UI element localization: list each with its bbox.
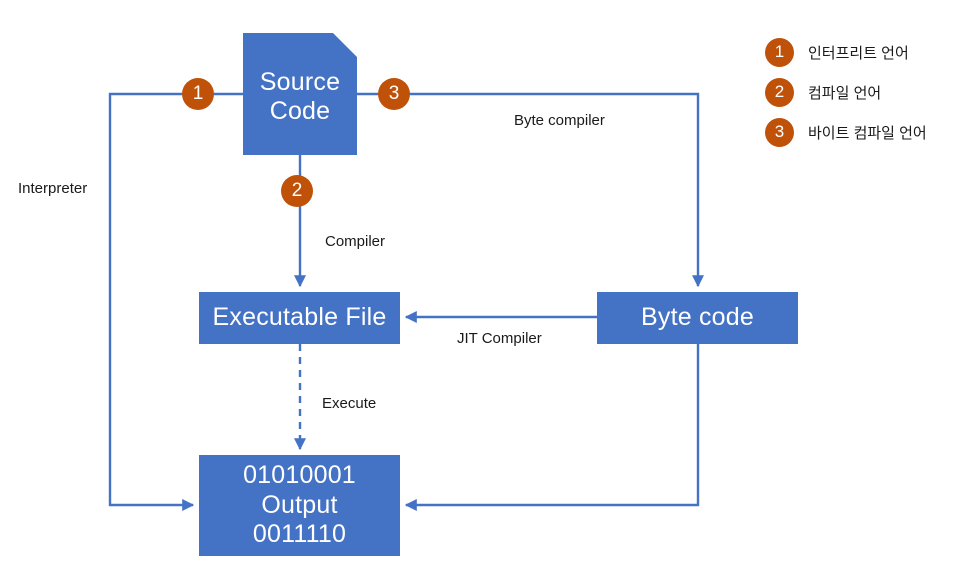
executable-file-label: Executable File [212,303,387,332]
source-code-line-1: Source [259,67,341,96]
node-output[interactable]: 01010001 Output 0011110 [199,455,400,556]
legend-badge-3: 3 [765,117,794,147]
legend-item-2: 2 컴파일 언어 [765,72,965,112]
edge-label-compiler: Compiler [325,233,386,250]
legend-label-3: 바이트 컴파일 언어 [808,124,927,142]
badge-step-2: 2 [281,175,313,207]
source-code-label: Source Code [260,68,340,127]
legend: 1 인터프리트 언어 2 컴파일 언어 3 바이트 컴파일 언어 [765,32,965,152]
node-byte-code[interactable]: Byte code [597,292,798,344]
edge-label-interpreter: Interpreter [18,180,88,197]
legend-label-1: 인터프리트 언어 [808,44,909,62]
edge-label-jit-compiler: JIT Compiler [457,330,542,347]
badge-step-3: 3 [378,78,410,110]
legend-badge-1: 1 [765,37,794,67]
output-line-1: 01010001 [243,461,356,490]
legend-badge-2: 2 [765,77,794,107]
node-source-code[interactable]: Source Code [243,33,357,155]
edge-label-byte-compiler: Byte compiler [514,112,605,129]
badge-step-1: 1 [182,78,214,110]
edge-label-execute: Execute [322,395,377,412]
node-executable-file[interactable]: Executable File [199,292,400,344]
legend-item-1: 1 인터프리트 언어 [765,32,965,72]
output-line-3: 0011110 [252,520,347,549]
source-code-line-2: Code [269,97,331,125]
legend-label-2: 컴파일 언어 [808,84,882,102]
source-code-document-shape [243,33,357,155]
legend-item-3: 3 바이트 컴파일 언어 [765,112,965,152]
connector-bytecode-output [404,344,700,511]
output-line-2: Output [261,490,338,519]
byte-code-label: Byte code [641,303,754,332]
